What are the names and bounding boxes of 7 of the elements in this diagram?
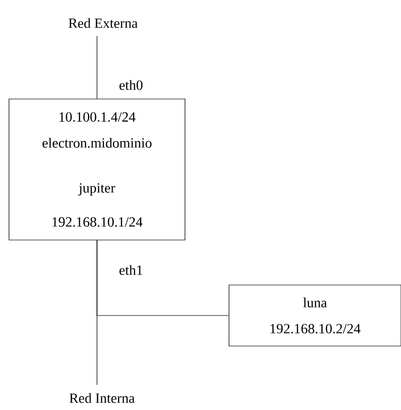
network-label: Red Externa [68, 18, 138, 28]
host-box: luna 192.168.10.2/24 [228, 284, 401, 346]
interface-label: eth1 [120, 265, 142, 275]
network-line [96, 240, 229, 316]
interface-label: eth0 [120, 80, 143, 90]
host-box: 10.100.1.4/24 electron.midominio jupiter 192.168.10.1/24 [8, 98, 186, 240]
network-label: Red Interna [70, 393, 135, 403]
